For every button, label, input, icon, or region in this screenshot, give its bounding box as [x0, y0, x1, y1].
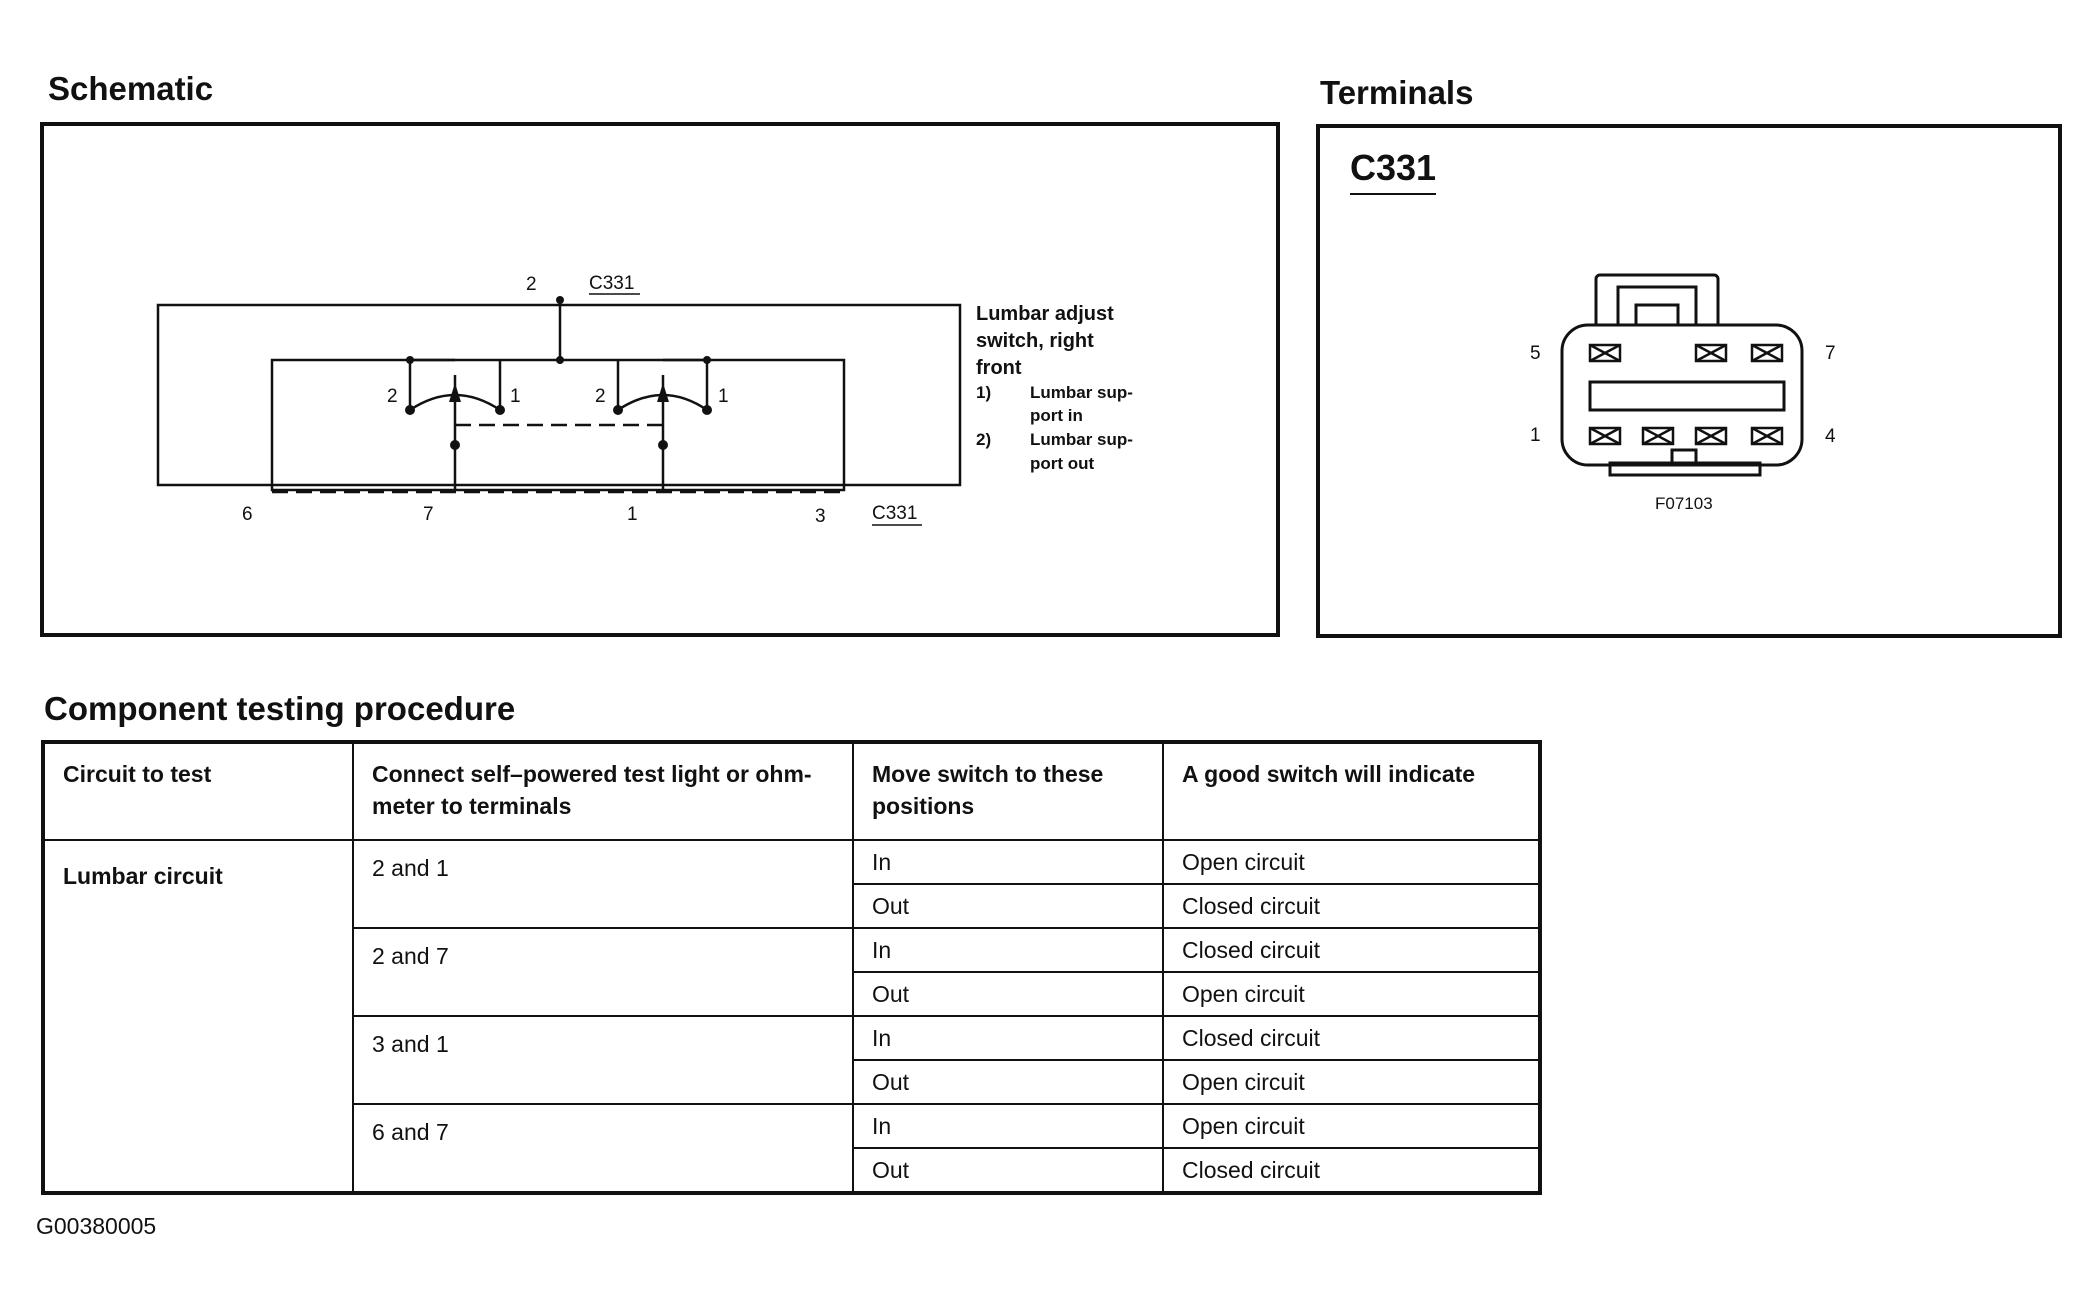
column-header: Connect self–powered test light or ohm- … — [352, 741, 854, 841]
terminals-cell: 3 and 1 — [352, 1015, 854, 1105]
position-text: port in — [1030, 406, 1083, 425]
position-cell: In — [852, 839, 1164, 885]
position-text: Lumbar sup- — [1030, 383, 1133, 402]
bottom-pin-label: 3 — [815, 506, 826, 527]
switch-pin-label: 1 — [510, 386, 521, 407]
schematic-diagram: 2 C331 2 1 2 1 6 7 1 3 C331 Lumbar adjus… — [156, 273, 1133, 527]
position-number: 2) — [976, 430, 991, 449]
cavity-pin-label: 5 — [1530, 343, 1541, 364]
result-cell: Open circuit — [1162, 839, 1541, 885]
column-header: Move switch to these positions — [852, 741, 1164, 841]
circuit-cell: Lumbar circuit — [42, 839, 354, 1194]
cavity-pin-label: 1 — [1530, 425, 1541, 446]
table-row: Lumbar circuit 2 and 1 In Open circuit — [42, 839, 1541, 1194]
switch-pin-label: 2 — [387, 386, 398, 407]
result-cell: Open circuit — [1162, 1059, 1541, 1105]
table-row: Out Closed circuit — [43, 1147, 1541, 1194]
terminals-heading: Terminals — [1320, 74, 1474, 111]
position-cell: In — [852, 1103, 1164, 1149]
bottom-pin-label: 6 — [242, 504, 253, 525]
terminals-cell: 2 and 1 — [352, 839, 854, 929]
position-cell: Out — [852, 883, 1164, 929]
position-cell: In — [852, 1015, 1164, 1061]
bottom-pin-label: 7 — [423, 504, 434, 525]
table-row: 2 and 7 In Closed circuit — [43, 927, 1541, 1017]
column-header: A good switch will indicate — [1162, 741, 1541, 841]
result-cell: Open circuit — [1162, 1103, 1541, 1149]
position-cell: Out — [852, 971, 1164, 1017]
schematic-heading: Schematic — [48, 70, 214, 107]
cavity-pin-label: 7 — [1825, 343, 1836, 364]
procedure-table: Circuit to test Connect self–powered tes… — [41, 740, 1542, 1195]
table-row: Out Open circuit — [43, 1059, 1541, 1105]
position-cell: Out — [852, 1147, 1164, 1194]
switch-pin-label: 1 — [718, 386, 729, 407]
result-cell: Closed circuit — [1162, 927, 1541, 973]
cavity-pin-label: 4 — [1825, 426, 1836, 447]
result-cell: Closed circuit — [1162, 1147, 1541, 1194]
switch-name-line: switch, right — [976, 330, 1094, 352]
position-text: Lumbar sup- — [1030, 430, 1133, 449]
procedure-heading: Component testing procedure — [44, 690, 516, 727]
result-cell: Open circuit — [1162, 971, 1541, 1017]
position-cell: In — [852, 927, 1164, 973]
result-cell: Closed circuit — [1162, 883, 1541, 929]
top-connector-label: C331 — [589, 273, 634, 294]
terminals-cell: 6 and 7 — [352, 1103, 854, 1194]
table-row: Out Open circuit — [43, 971, 1541, 1017]
top-pin-label: 2 — [526, 274, 537, 295]
table-row: 6 and 7 In Open circuit — [43, 1103, 1541, 1194]
position-number: 1) — [976, 383, 991, 402]
connector-figure-id: F07103 — [1655, 494, 1713, 513]
table-header-row: Circuit to test Connect self–powered tes… — [42, 741, 1541, 841]
table-row: Out Closed circuit — [43, 883, 1541, 929]
position-text: port out — [1030, 454, 1095, 473]
switch-name-line: Lumbar adjust — [976, 303, 1114, 325]
switch-pin-label: 2 — [595, 386, 606, 407]
figure-id: G00380005 — [36, 1213, 157, 1239]
column-header: Circuit to test — [42, 741, 354, 841]
schematic-panel — [40, 122, 1280, 637]
result-cell: Closed circuit — [1162, 1015, 1541, 1061]
connector-face-diagram: C331 5 1 7 4 F07103 — [1350, 147, 1836, 513]
terminals-panel — [1316, 124, 2062, 638]
switch-name-line: front — [976, 357, 1022, 379]
position-cell: Out — [852, 1059, 1164, 1105]
connector-title: C331 — [1350, 147, 1436, 188]
connector-latch — [1594, 273, 1720, 329]
bottom-pin-label: 1 — [627, 504, 638, 525]
bottom-connector-label: C331 — [872, 503, 917, 524]
terminals-cell: 2 and 7 — [352, 927, 854, 1017]
connector-cavities — [1588, 343, 1784, 446]
table-row: 3 and 1 In Closed circuit — [43, 1015, 1541, 1105]
